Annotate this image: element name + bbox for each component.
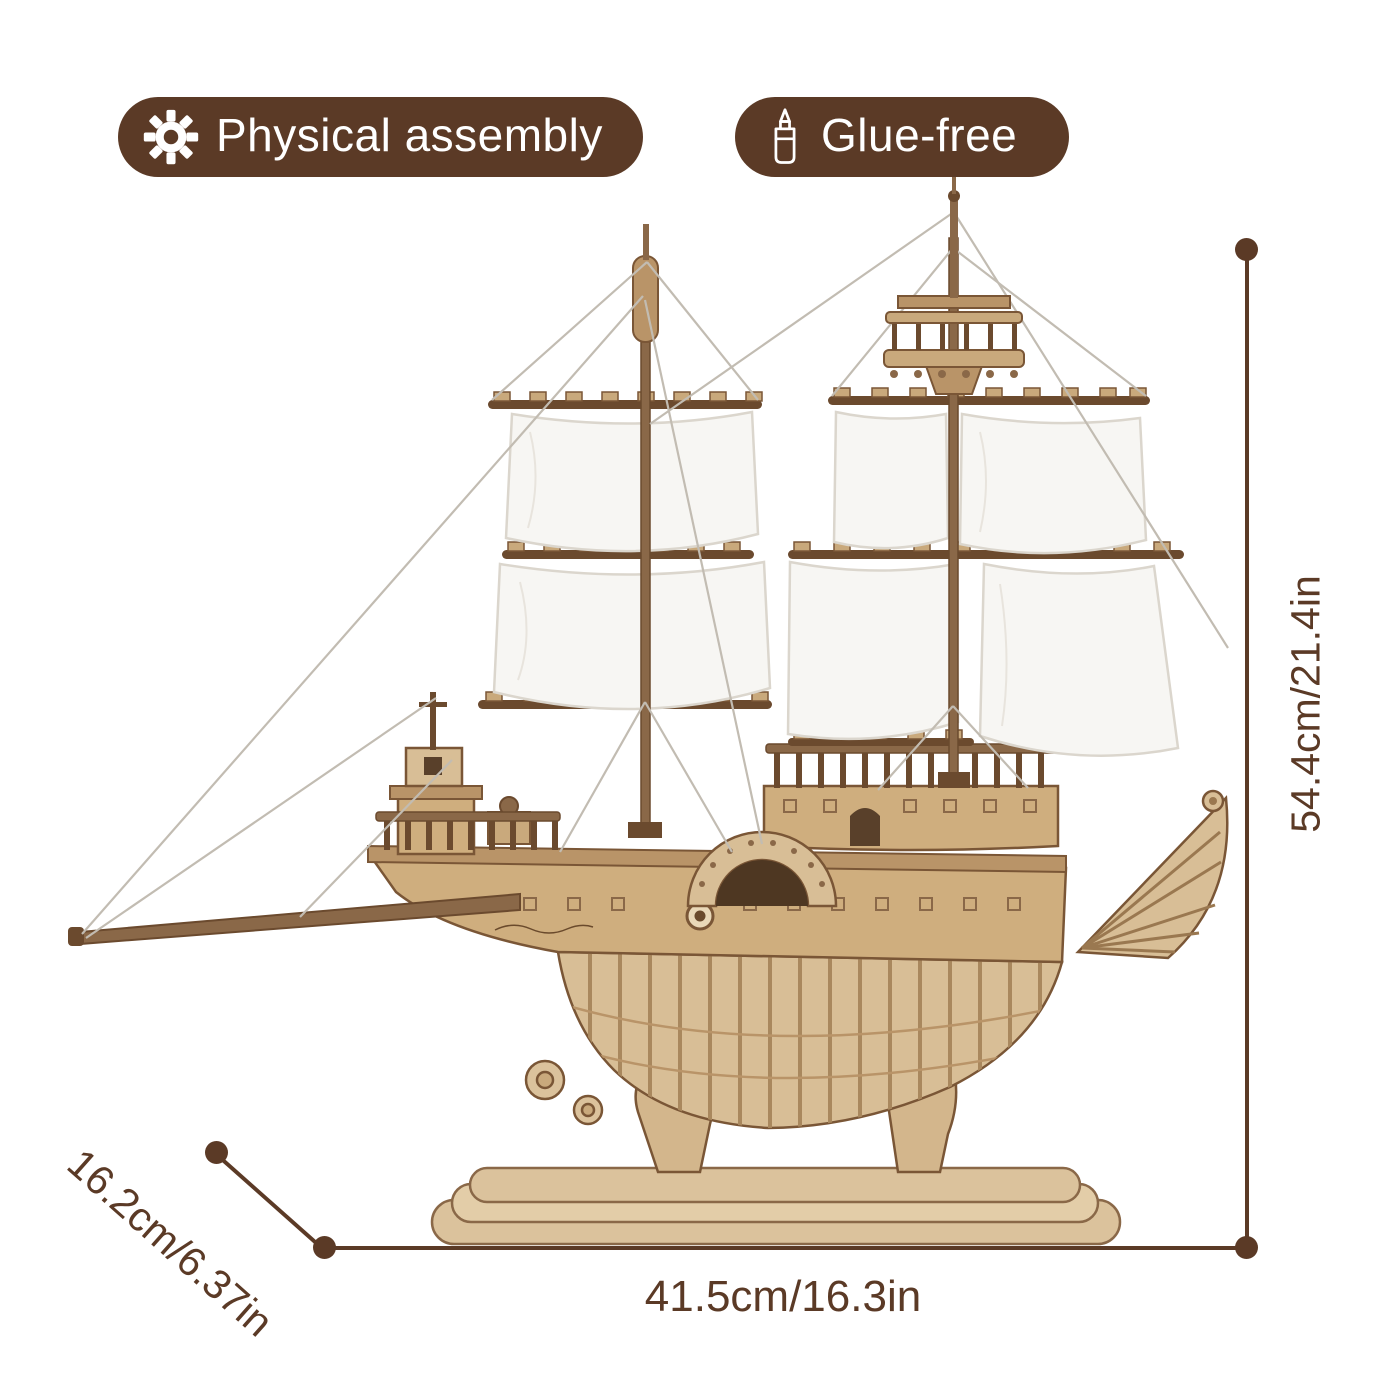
- yard-arms: [478, 396, 1184, 746]
- badge-glue-free: Glue-free: [735, 97, 1070, 177]
- gear-icon: [142, 108, 200, 166]
- width-dimension-line: [324, 1246, 1247, 1250]
- stern-fan: [1075, 789, 1229, 960]
- glue-bottle-icon: [765, 106, 805, 168]
- badge-physical-assembly: Physical assembly: [118, 97, 643, 177]
- width-dimension-label: 41.5cm/16.3in: [644, 1272, 922, 1321]
- crows-nest: [883, 168, 1025, 395]
- badge-label: Physical assembly: [216, 109, 603, 161]
- hull-band: [369, 856, 1068, 964]
- height-dimension-line: [1245, 249, 1249, 1248]
- sails: [492, 410, 1180, 757]
- height-dimension-label: 54.4cm/21.4in: [1282, 575, 1329, 833]
- aft-railing: [765, 743, 1057, 788]
- dimension-endpoint-dot: [1235, 1236, 1258, 1259]
- fore-railing: [375, 811, 561, 850]
- hull-underside: [556, 950, 1064, 1130]
- dimension-endpoint-dot: [313, 1236, 336, 1259]
- deck-arch: [686, 830, 838, 908]
- dimension-endpoint-dot: [205, 1141, 228, 1164]
- sail-shading: [517, 431, 1008, 727]
- aft-deck: [762, 784, 1060, 852]
- badge-label: Glue-free: [821, 109, 1018, 161]
- dimension-endpoint-dot: [1235, 238, 1258, 261]
- bowsprit: [68, 892, 521, 946]
- display-base: [430, 1166, 1122, 1246]
